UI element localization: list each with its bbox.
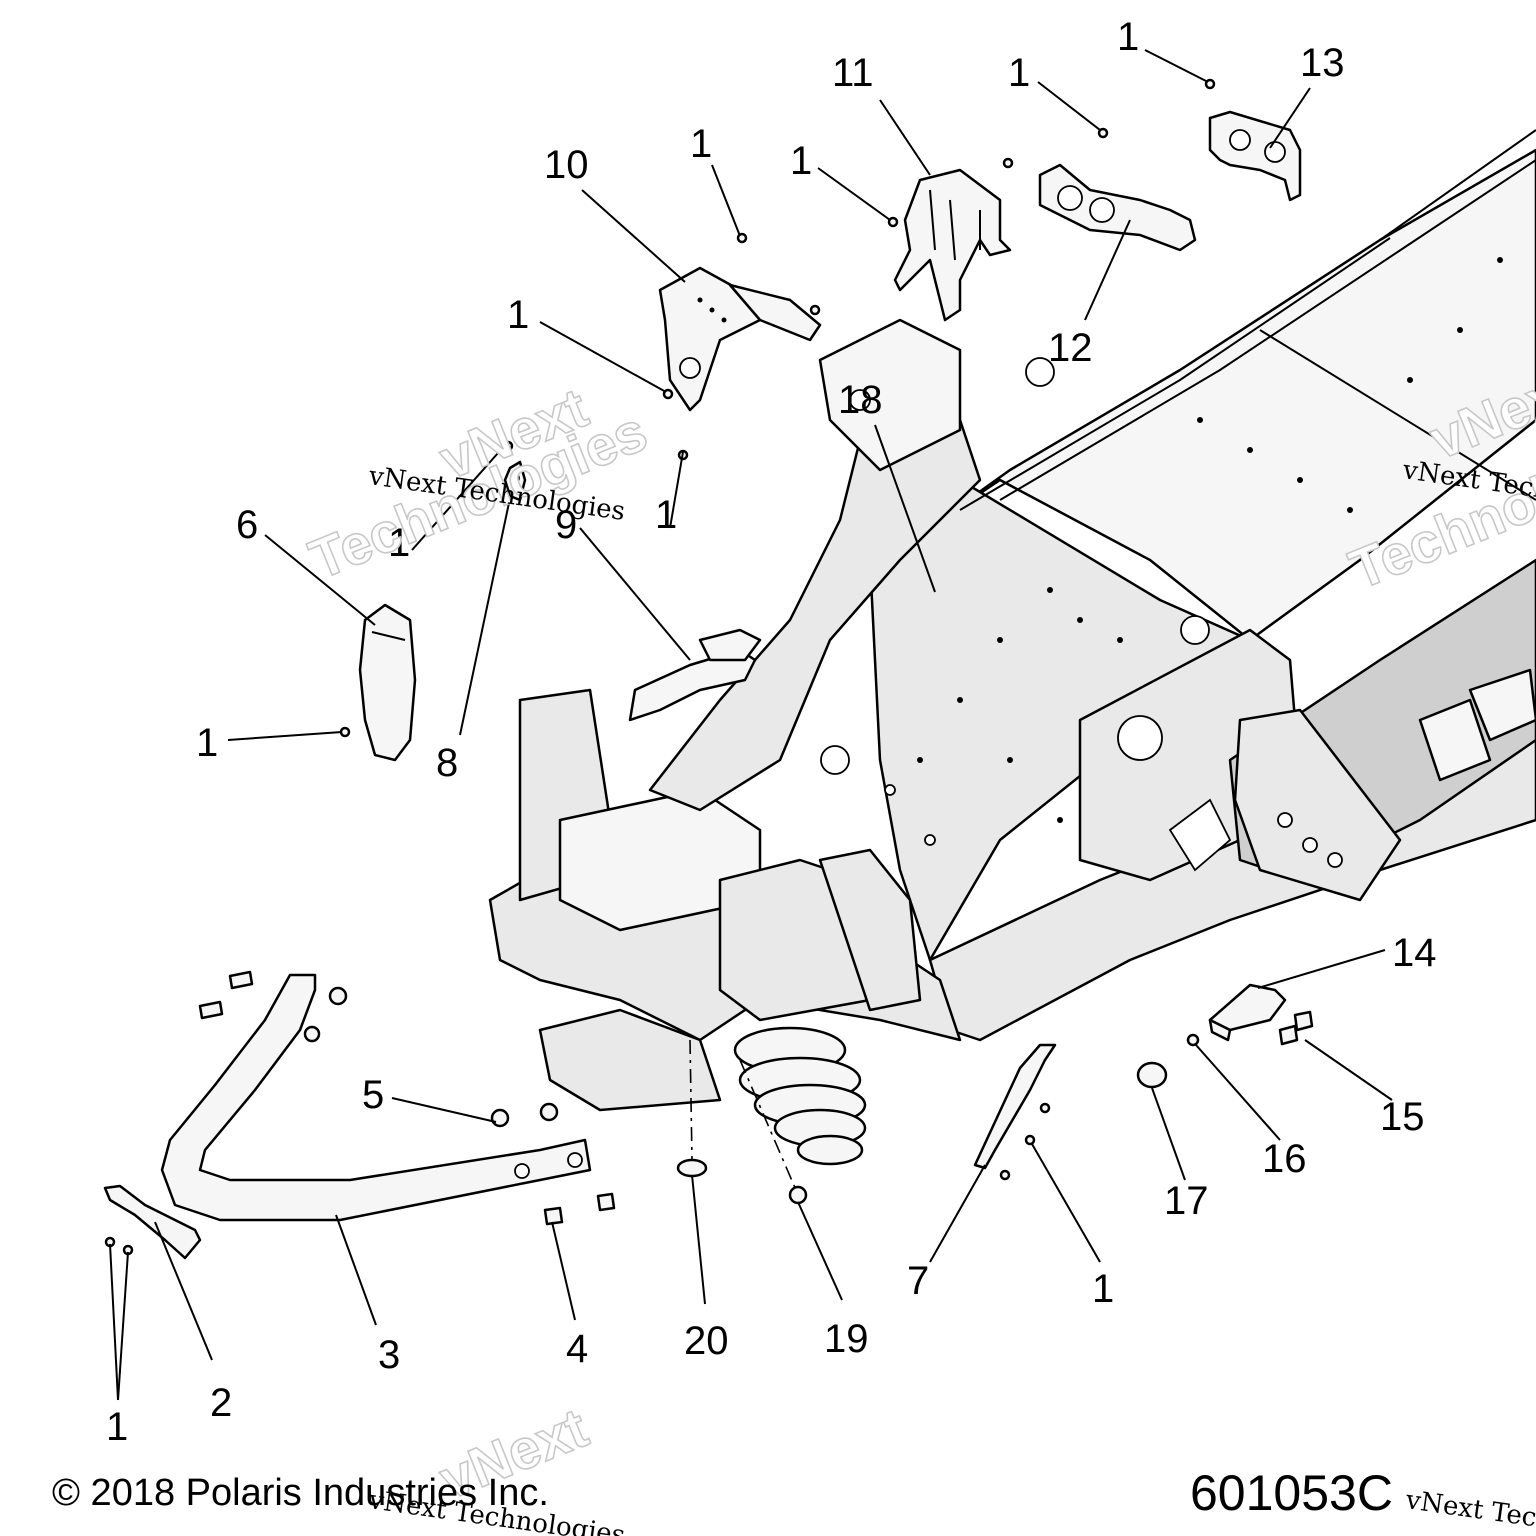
leader-lines	[109, 49, 1536, 1401]
clip-8	[503, 460, 527, 502]
chassis-frame	[488, 148, 1536, 1166]
copyright-text: © 2018 Polaris Industries Inc.	[52, 1472, 549, 1514]
callout-18: 18	[838, 378, 883, 422]
callout-2: 2	[210, 1381, 232, 1425]
bracket-11	[893, 168, 1012, 322]
hardware	[104, 78, 1314, 1256]
callout-1-j: 1	[106, 1405, 128, 1449]
callout-3: 3	[378, 1333, 400, 1377]
callout-1-f: 1	[388, 521, 410, 565]
bracket-9	[628, 628, 762, 722]
callout-1-g: 1	[655, 493, 677, 537]
callout-11: 11	[832, 51, 874, 95]
callout-14: 14	[1392, 931, 1437, 975]
bracket-7	[973, 1043, 1057, 1170]
tunnel-rivet-pattern	[820, 257, 1503, 846]
callout-12: 12	[1048, 326, 1093, 370]
footer: © 2018 Polaris Industries Inc. 601053C	[52, 1465, 1393, 1521]
callout-1-h: 1	[196, 721, 218, 765]
callout-5: 5	[362, 1073, 384, 1117]
callout-1-e: 1	[507, 293, 529, 337]
steering-boot	[733, 1026, 867, 1166]
callout-7: 7	[907, 1259, 929, 1303]
bracket-10	[658, 266, 822, 412]
callout-1-i: 1	[1092, 1267, 1114, 1311]
plate-2	[103, 1184, 202, 1260]
callout-20: 20	[684, 1319, 729, 1363]
cover-6	[358, 603, 417, 762]
figure-code: 601053C	[1190, 1465, 1393, 1521]
bracket-12	[1038, 163, 1197, 252]
mount-14	[1208, 983, 1287, 1042]
callout-15: 15	[1380, 1095, 1425, 1139]
callout-numbers: 1 13 1 11 1 1 10 12 1 18 6 1 9 1 1 8 14 …	[106, 15, 1437, 1449]
callout-6: 6	[236, 503, 258, 547]
callout-1-b: 1	[1008, 51, 1030, 95]
watermark-caption-d: vNext Technologies	[1403, 1485, 1536, 1536]
callout-10: 10	[544, 143, 589, 187]
callout-1-c: 1	[690, 122, 712, 166]
callout-1-d: 1	[790, 139, 812, 183]
bumper-3	[160, 973, 592, 1222]
callout-13: 13	[1300, 41, 1345, 85]
callout-1-a: 1	[1117, 15, 1139, 59]
callout-9: 9	[555, 503, 577, 547]
callout-8: 8	[436, 741, 458, 785]
callout-4: 4	[566, 1327, 588, 1371]
callout-16: 16	[1262, 1137, 1307, 1181]
callout-19: 19	[824, 1317, 869, 1361]
bracket-13	[1208, 110, 1302, 202]
callout-17: 17	[1164, 1179, 1209, 1223]
